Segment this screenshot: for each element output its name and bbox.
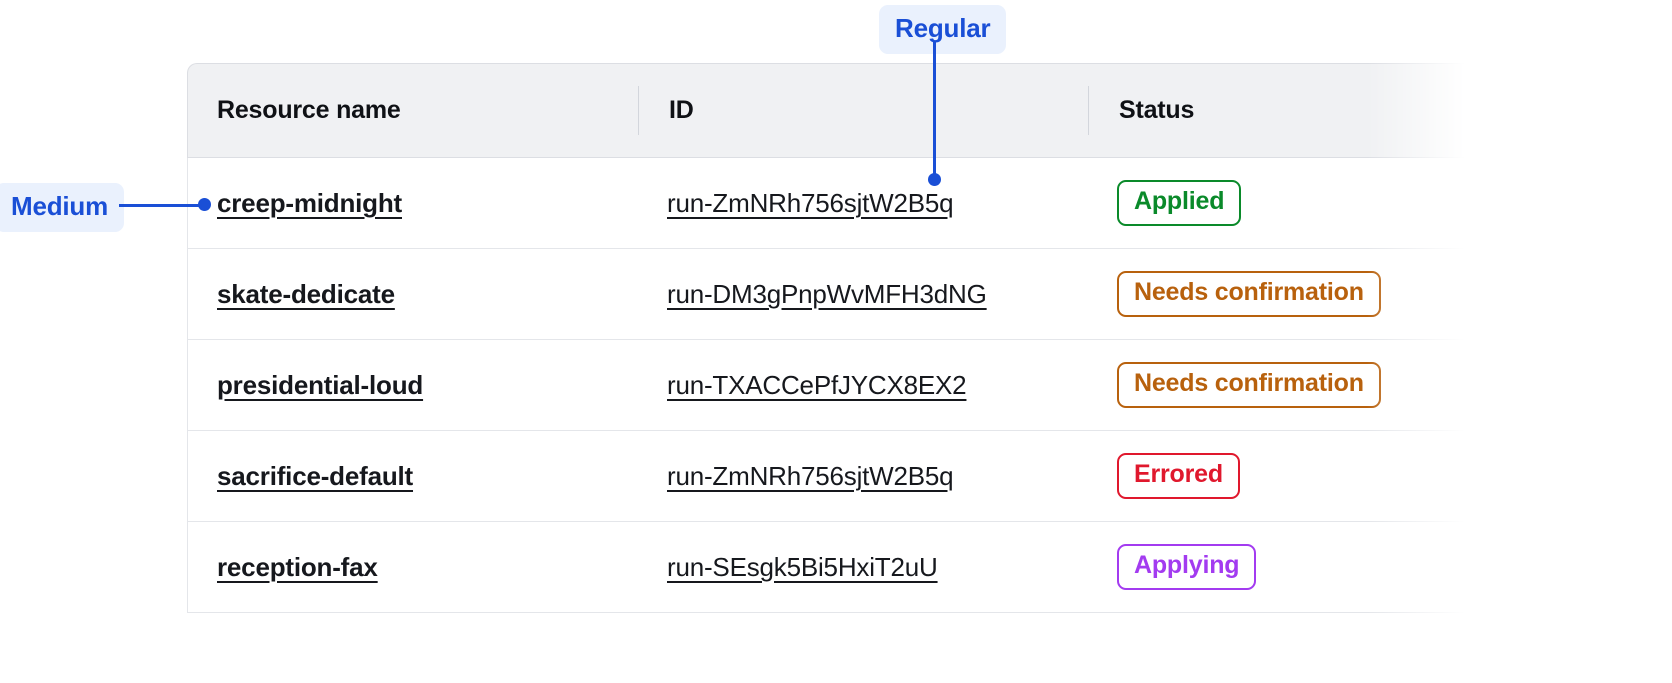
- resources-table-container: Resource name ID Status creep-midnight r…: [187, 63, 1471, 683]
- status-badge: Applied: [1117, 180, 1242, 226]
- run-id-link[interactable]: run-SEsgk5Bi5HxiT2uU: [667, 551, 938, 582]
- column-header-status-label: Status: [1119, 96, 1195, 124]
- annotation-connector-medium: [119, 204, 204, 207]
- status-cell: Applied: [1088, 158, 1471, 249]
- column-header-status[interactable]: Status: [1088, 63, 1471, 158]
- table-row: sacrifice-default run-ZmNRh756sjtW2B5q E…: [187, 431, 1471, 522]
- table-body: creep-midnight run-ZmNRh756sjtW2B5q Appl…: [187, 158, 1471, 613]
- resource-name-link[interactable]: presidential-loud: [217, 369, 424, 400]
- run-id-link[interactable]: run-DM3gPnpWvMFH3dNG: [667, 278, 987, 309]
- annotation-dot-medium: [198, 198, 211, 211]
- annotation-dot-regular: [928, 173, 941, 186]
- resource-name-cell: presidential-loud: [187, 340, 638, 431]
- resource-name-link[interactable]: creep-midnight: [217, 187, 402, 218]
- table-row: creep-midnight run-ZmNRh756sjtW2B5q Appl…: [187, 158, 1471, 249]
- resource-name-cell: creep-midnight: [187, 158, 638, 249]
- column-header-id-label: ID: [669, 96, 694, 124]
- annotation-label-medium: Medium: [0, 183, 125, 232]
- table-header: Resource name ID Status: [187, 63, 1471, 158]
- annotation-label-regular: Regular: [879, 5, 1007, 54]
- table-row: skate-dedicate run-DM3gPnpWvMFH3dNG Need…: [187, 249, 1471, 340]
- resource-name-cell: skate-dedicate: [187, 249, 638, 340]
- resource-name-link[interactable]: skate-dedicate: [217, 278, 395, 309]
- id-cell: run-TXACCePfJYCX8EX2: [638, 340, 1088, 431]
- status-cell: Needs confirmation: [1088, 249, 1471, 340]
- resource-name-link[interactable]: sacrifice-default: [217, 460, 414, 491]
- resource-name-cell: sacrifice-default: [187, 431, 638, 522]
- status-cell: Applying: [1088, 522, 1471, 613]
- resources-table: Resource name ID Status creep-midnight r…: [187, 63, 1471, 613]
- status-badge: Needs confirmation: [1117, 362, 1381, 408]
- id-cell: run-SEsgk5Bi5HxiT2uU: [638, 522, 1088, 613]
- resource-name-link[interactable]: reception-fax: [217, 551, 378, 582]
- column-header-resource-name-label: Resource name: [217, 96, 401, 124]
- resource-name-cell: reception-fax: [187, 522, 638, 613]
- run-id-link[interactable]: run-TXACCePfJYCX8EX2: [667, 369, 967, 400]
- status-badge: Needs confirmation: [1117, 271, 1381, 317]
- run-id-link[interactable]: run-ZmNRh756sjtW2B5q: [667, 460, 954, 491]
- status-cell: Errored: [1088, 431, 1471, 522]
- id-cell: run-DM3gPnpWvMFH3dNG: [638, 249, 1088, 340]
- status-cell: Needs confirmation: [1088, 340, 1471, 431]
- table-row: presidential-loud run-TXACCePfJYCX8EX2 N…: [187, 340, 1471, 431]
- status-badge: Errored: [1117, 453, 1240, 499]
- column-header-resource-name[interactable]: Resource name: [187, 63, 638, 158]
- status-badge: Applying: [1117, 544, 1257, 590]
- run-id-link[interactable]: run-ZmNRh756sjtW2B5q: [667, 187, 954, 218]
- id-cell: run-ZmNRh756sjtW2B5q: [638, 431, 1088, 522]
- table-header-row: Resource name ID Status: [187, 63, 1471, 158]
- annotation-connector-regular: [933, 41, 936, 181]
- id-cell: run-ZmNRh756sjtW2B5q: [638, 158, 1088, 249]
- table-row: reception-fax run-SEsgk5Bi5HxiT2uU Apply…: [187, 522, 1471, 613]
- column-header-id[interactable]: ID: [638, 63, 1088, 158]
